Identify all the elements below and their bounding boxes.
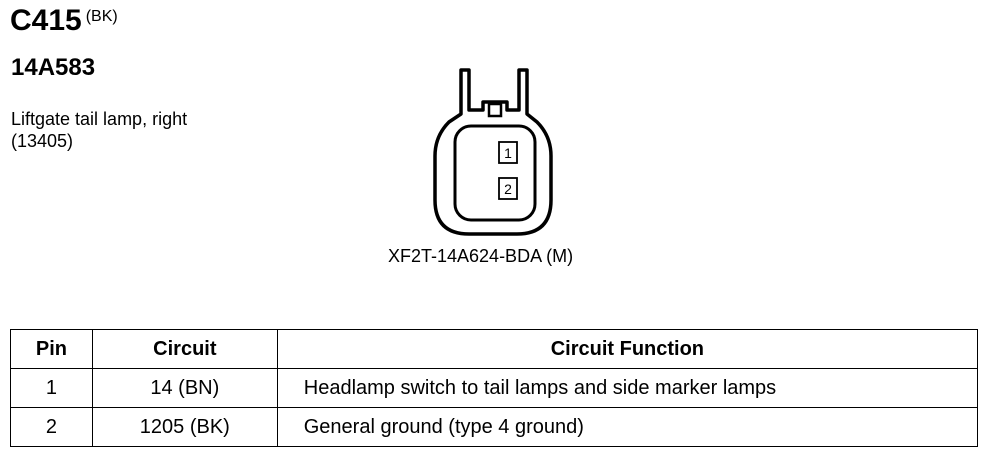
connector-face-diagram: 1 2 bbox=[433, 68, 553, 236]
connector-title: C415(BK) bbox=[10, 4, 118, 38]
table-row: 1 14 (BN) Headlamp switch to tail lamps … bbox=[10, 368, 979, 408]
part-number: 14A583 bbox=[11, 54, 96, 81]
connector-description: Liftgate tail lamp, right (13405) bbox=[11, 108, 187, 152]
pin-2-label: 2 bbox=[504, 181, 512, 197]
cell-circuit: 1205 (BK) bbox=[91, 407, 278, 447]
pin-1-label: 1 bbox=[504, 145, 512, 161]
table-row: 2 1205 (BK) General ground (type 4 groun… bbox=[10, 407, 979, 447]
connector-id: C415 bbox=[10, 4, 82, 37]
connector-inner-cavity bbox=[453, 124, 537, 222]
cell-function: General ground (type 4 ground) bbox=[276, 407, 979, 447]
header-circuit-function: Circuit Function bbox=[276, 329, 979, 369]
connector-code: XF2T-14A624-BDA (M) bbox=[388, 246, 574, 266]
cell-function: Headlamp switch to tail lamps and side m… bbox=[276, 368, 979, 408]
description-line-2: (13405) bbox=[11, 131, 74, 151]
cell-pin: 2 bbox=[10, 407, 93, 447]
pin-1-box bbox=[498, 141, 518, 164]
pin-table: Pin Circuit Circuit Function 1 14 (BN) H… bbox=[10, 329, 979, 447]
cell-circuit: 14 (BN) bbox=[91, 368, 278, 408]
cell-pin: 1 bbox=[10, 368, 93, 408]
pin-2-box bbox=[498, 177, 518, 200]
table-header-row: Pin Circuit Circuit Function bbox=[10, 329, 979, 369]
connector-housing-outline bbox=[433, 68, 553, 236]
connector-latch bbox=[487, 102, 503, 118]
header-circuit: Circuit bbox=[91, 329, 278, 369]
connector-color: (BK) bbox=[85, 8, 118, 25]
description-line-1: Liftgate tail lamp, right bbox=[11, 109, 188, 129]
header-pin: Pin bbox=[10, 329, 93, 369]
